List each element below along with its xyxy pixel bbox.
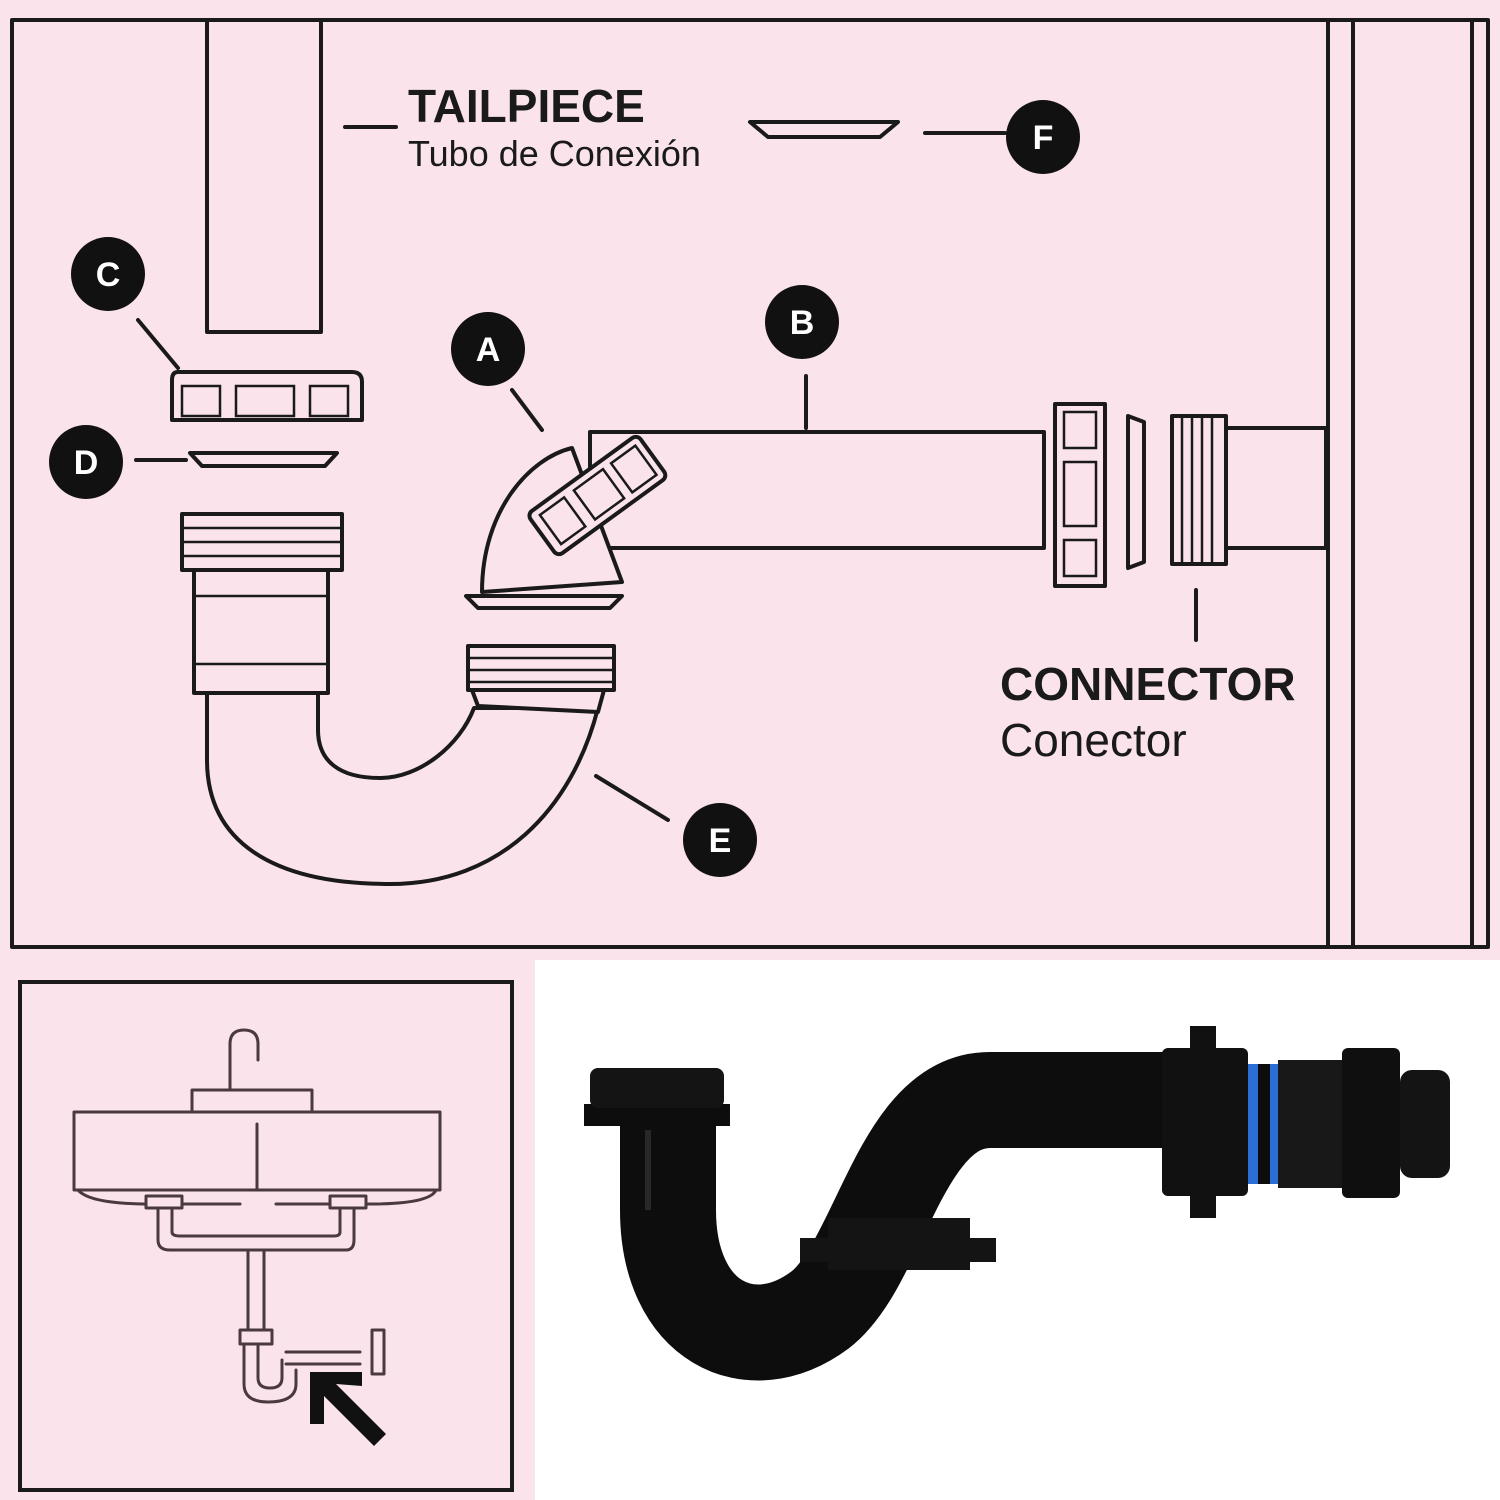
callout-f-badge: F	[1006, 100, 1080, 174]
callout-a-badge: A	[451, 312, 525, 386]
callout-f-letter: F	[1033, 119, 1054, 157]
callout-d-badge: D	[49, 425, 123, 499]
callout-c-badge: C	[71, 237, 145, 311]
wall-washer	[1126, 414, 1146, 570]
callout-e-leader	[594, 774, 670, 822]
sink-inset	[18, 980, 514, 1492]
exploded-diagram: TAILPIECE Tubo de Conexión F C D	[10, 18, 1490, 949]
callout-b-letter: B	[790, 304, 815, 342]
inset-frame	[18, 980, 514, 1492]
arrow-icon	[310, 1372, 386, 1446]
callout-a-letter: A	[476, 331, 501, 369]
callout-a-leader	[510, 388, 544, 432]
product-p-trap	[584, 1026, 1450, 1381]
diagram-frame	[10, 18, 1490, 949]
connector-label-es: Conector	[1000, 714, 1187, 766]
connector-label-en: CONNECTOR	[1000, 658, 1296, 710]
trap-arm-b	[464, 430, 1046, 610]
sink-icon	[72, 1028, 442, 1404]
callout-e-badge: E	[683, 803, 757, 877]
callout-b-badge: B	[765, 285, 839, 359]
callout-e-letter: E	[709, 822, 732, 860]
tailpiece-label-es: Tubo de Conexión	[408, 133, 701, 174]
washer-d	[188, 451, 339, 468]
washer-f	[748, 120, 900, 139]
slip-nut-c	[170, 370, 364, 422]
tailpiece-label-en: TAILPIECE	[408, 80, 645, 132]
slip-nut-a	[527, 434, 668, 557]
j-bend-e	[180, 512, 616, 886]
callout-d-letter: D	[74, 444, 99, 482]
connector-fitting	[1170, 414, 1328, 566]
wall-nut	[1053, 402, 1107, 588]
tailpiece-pipe	[205, 18, 323, 334]
callout-c-leader	[136, 318, 180, 370]
callout-c-letter: C	[96, 256, 121, 294]
